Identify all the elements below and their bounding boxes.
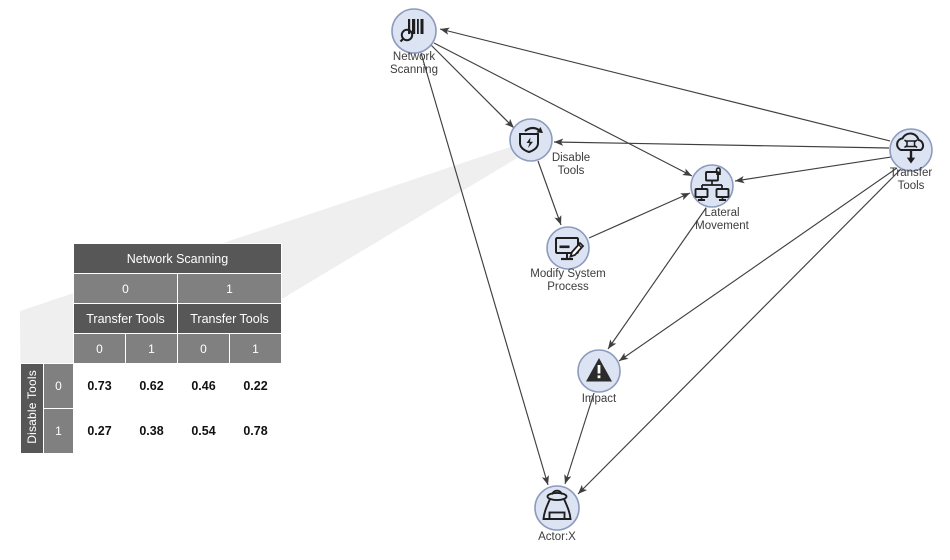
edge-disable-tools-to-modify-system-process: [537, 160, 562, 226]
node-actor-x[interactable]: [534, 485, 580, 531]
cell-r0-c2: 0.46: [177, 363, 230, 409]
table-row-colvar-second: Transfer Tools Transfer Tools: [21, 303, 282, 334]
cell-r1-c3: 0.78: [229, 408, 282, 454]
edge-lateral-movement-to-impact: [607, 207, 707, 350]
barcode-scanner-icon: [399, 19, 424, 43]
header-disable-tools-text: Disable Tools: [25, 370, 39, 444]
table-row-colvar-top: Network Scanning: [21, 243, 282, 274]
spacer-cell: [44, 274, 74, 304]
node-disable-tools[interactable]: [509, 118, 553, 162]
spacer-cell: [21, 274, 44, 304]
cell-r0-c3: 0.22: [229, 363, 282, 409]
edge-network-scanning-to-lateral-movement: [433, 42, 693, 177]
edge-transfer-tools-to-actor-x: [577, 168, 902, 495]
row-label-0: 0: [43, 363, 74, 409]
header-network-scanning-value-1: 1: [177, 273, 282, 304]
edge-network-scanning-to-actor-x: [420, 52, 549, 486]
edge-transfer-tools-to-impact: [618, 167, 898, 362]
spacer-cell: [44, 244, 74, 274]
warning-triangle-icon: [586, 358, 612, 382]
table-row: Disable Tools 0 0.73 0.62 0.46 0.22: [20, 363, 282, 454]
spacer-cell: [44, 334, 74, 364]
header-transfer-tools-value-0-b: 0: [177, 333, 230, 364]
edge-transfer-tools-to-lateral-movement: [734, 156, 892, 184]
spacer-cell: [21, 244, 44, 274]
shield-lightning-icon: [519, 126, 543, 154]
cell-r1-c2: 0.54: [177, 408, 230, 454]
conditional-probability-table: Network Scanning 0 1 Transfer Tools Tran…: [20, 243, 282, 454]
header-transfer-tools-value-1-a: 1: [125, 333, 178, 364]
header-transfer-tools-value-1-b: 1: [229, 333, 282, 364]
node-modify-system-process[interactable]: [546, 226, 590, 270]
header-transfer-tools-right: Transfer Tools: [177, 303, 282, 334]
network-topology-lock-icon: [694, 167, 730, 201]
header-disable-tools: Disable Tools: [20, 363, 44, 454]
node-lateral-movement[interactable]: [690, 164, 734, 208]
edge-transfer-tools-to-network-scanning: [439, 27, 891, 142]
node-transfer-tools[interactable]: [889, 128, 933, 172]
node-network-scanning[interactable]: [391, 8, 437, 54]
spacer-cell: [21, 304, 44, 334]
monitor-pencil-icon: [555, 237, 585, 261]
table-row-colvar-top-values: 0 1: [21, 273, 282, 304]
edge-group: [420, 27, 902, 495]
header-transfer-tools-value-0-a: 0: [73, 333, 126, 364]
edge-impact-to-actor-x: [564, 392, 595, 485]
cell-r0-c1: 0.62: [125, 363, 178, 409]
edge-network-scanning-to-disable-tools: [430, 44, 515, 129]
cloud-download-icon: [896, 132, 925, 164]
spacer-cell: [21, 334, 44, 364]
row-label-1: 1: [43, 408, 74, 454]
header-transfer-tools-left: Transfer Tools: [73, 303, 178, 334]
cell-r0-c0: 0.73: [73, 363, 126, 409]
hooded-actor-icon: [542, 489, 572, 520]
table-row: 1 0.27 0.38 0.54 0.78: [21, 408, 282, 454]
cell-r1-c0: 0.27: [73, 408, 126, 454]
header-network-scanning: Network Scanning: [73, 243, 282, 274]
spacer-cell: [44, 304, 74, 334]
cell-r1-c1: 0.38: [125, 408, 178, 454]
node-impact[interactable]: [577, 349, 621, 393]
table-row-colvar-second-values: 0 1 0 1: [21, 333, 282, 364]
header-network-scanning-value-0: 0: [73, 273, 178, 304]
edge-modify-system-process-to-lateral-movement: [588, 192, 691, 239]
edge-transfer-tools-to-disable-tools: [553, 138, 890, 149]
